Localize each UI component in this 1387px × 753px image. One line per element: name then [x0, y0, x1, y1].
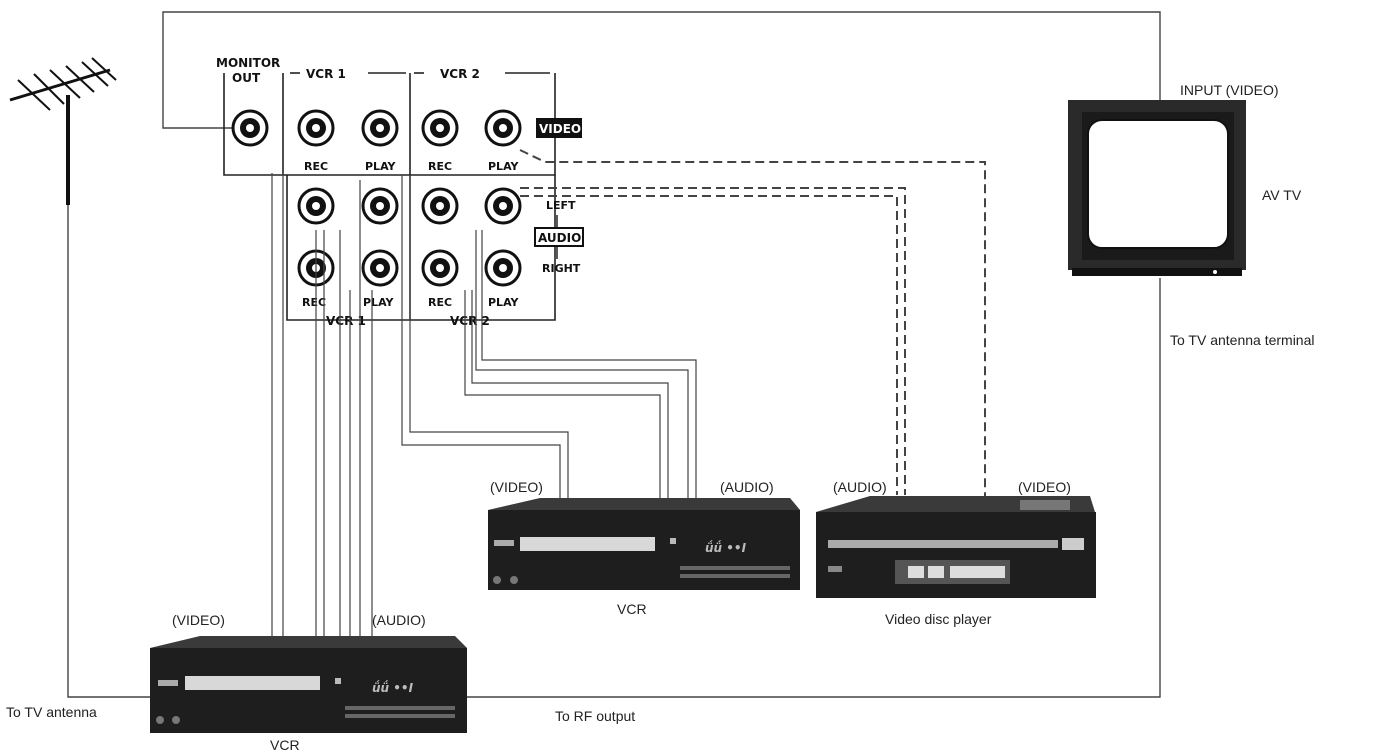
jack-vcr2-video-rec: [421, 109, 459, 147]
vcr-bottom-icon: ǘǘ ••I: [150, 636, 467, 733]
antenna-icon: [9, 57, 117, 205]
vcr2-footer-label: VCR 2: [450, 314, 490, 328]
tv-antenna-terminal-label: To TV antenna terminal: [1170, 332, 1315, 348]
jack-vcr2-audio-left-rec: [421, 187, 459, 225]
jack-vcr1-video-play: [361, 109, 399, 147]
to-rf-output-label: To RF output: [555, 708, 635, 724]
label-play-vcr1-top: PLAY: [365, 160, 397, 173]
vdp-name-label: Video disc player: [885, 611, 992, 627]
jack-vcr1-video-rec: [297, 109, 335, 147]
jack-vcr1-audio-right-play: [361, 249, 399, 287]
vcr-bottom-video-label: (VIDEO): [172, 612, 225, 628]
jack-vcr1-audio-left-play: [361, 187, 399, 225]
tv-input-label: INPUT (VIDEO): [1180, 82, 1279, 98]
label-play-vcr1-bottom: PLAY: [363, 296, 395, 309]
label-rec-vcr2-bottom: REC: [428, 296, 452, 309]
monitor-out-cable: [162, 11, 1161, 129]
rf-cable: [372, 278, 1161, 698]
svg-text:ǘǘ ••I: ǘǘ ••I: [372, 680, 414, 695]
label-play-vcr2-top: PLAY: [488, 160, 520, 173]
audio-tag-label: AUDIO: [538, 231, 581, 245]
jack-vcr2-audio-right-rec: [421, 249, 459, 287]
video-tag-label: VIDEO: [539, 122, 581, 136]
vdp-dashed-cables: [519, 149, 986, 500]
jack-monitor-out: [231, 109, 269, 147]
label-play-vcr2-bottom: PLAY: [488, 296, 520, 309]
vcr1-footer-label: VCR 1: [326, 314, 366, 328]
audio-tag-box: [534, 227, 584, 247]
tv-icon: [1068, 100, 1246, 276]
vcr1-cables: [271, 173, 373, 640]
label-rec-vcr1-top: REC: [304, 160, 328, 173]
tv-name-label: AV TV: [1262, 187, 1302, 203]
vcr1-header-label: VCR 1: [306, 67, 346, 81]
vcr-bottom-audio-label: (AUDIO): [372, 612, 426, 628]
label-rec-vcr1-bottom: REC: [302, 296, 326, 309]
vdp-video-label: (VIDEO): [1018, 479, 1071, 495]
video-disc-player-icon: [816, 496, 1096, 598]
svg-text:ǘǘ ••I: ǘǘ ••I: [705, 540, 747, 555]
vcr2-header-label: VCR 2: [440, 67, 480, 81]
vcr-middle-audio-label: (AUDIO): [720, 479, 774, 495]
jack-vcr2-audio-right-play: [484, 249, 522, 287]
jack-vcr2-audio-left-play: [484, 187, 522, 225]
monitor-out-label-2: OUT: [232, 71, 261, 85]
vcr-middle-video-label: (VIDEO): [490, 479, 543, 495]
monitor-out-label-1: MONITOR: [216, 56, 280, 70]
vcr-middle-icon: ǘǘ ••I: [488, 498, 800, 590]
left-label: LEFT: [546, 199, 576, 212]
vcr-bottom-name-label: VCR: [270, 737, 300, 753]
right-label: RIGHT: [542, 262, 581, 275]
jack-vcr2-video-play: [484, 109, 522, 147]
vcr-middle-name-label: VCR: [617, 601, 647, 617]
to-tv-antenna-label: To TV antenna: [6, 704, 97, 720]
jack-vcr1-audio-left-rec: [297, 187, 335, 225]
antenna-cable: [67, 205, 175, 698]
vcr2-cables: [401, 175, 697, 500]
vdp-audio-label: (AUDIO): [833, 479, 887, 495]
label-rec-vcr2-top: REC: [428, 160, 452, 173]
video-tag-box: [536, 118, 582, 138]
